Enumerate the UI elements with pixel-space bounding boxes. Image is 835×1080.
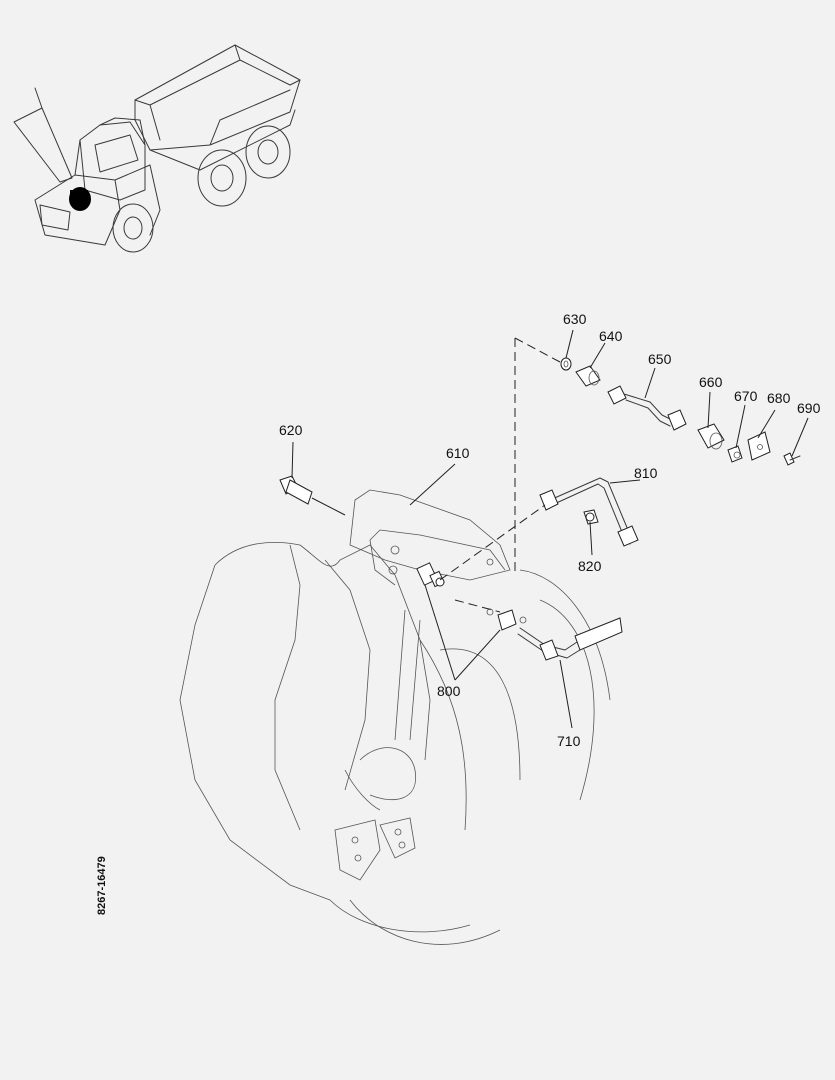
truck-locator-illustration — [13, 44, 301, 253]
exploded-fittings — [560, 357, 801, 466]
part-650-pipe — [607, 385, 687, 431]
callout-660: 660 — [699, 374, 723, 390]
callout-810: 810 — [634, 465, 658, 481]
part-800-sensor — [416, 562, 445, 588]
part-690-screw — [783, 452, 801, 466]
callout-labels: 630 640 650 660 670 680 690 620 610 810 … — [279, 311, 821, 749]
callout-710: 710 — [557, 733, 581, 749]
callout-680: 680 — [767, 390, 791, 406]
drawing-number: 8267-16479 — [96, 856, 108, 915]
callout-670: 670 — [734, 388, 758, 404]
callout-650: 650 — [648, 351, 672, 367]
assembly-guides — [439, 337, 561, 613]
part-630-washer — [560, 357, 572, 371]
callout-630: 630 — [563, 311, 587, 327]
part-620-bolt — [279, 475, 346, 516]
part-710-hose — [486, 608, 623, 661]
part-660-nut — [697, 423, 725, 450]
part-810-pipe — [539, 477, 639, 547]
callout-leaders — [291, 329, 809, 729]
part-680-clip — [747, 431, 771, 461]
part-670-fitting — [727, 445, 743, 463]
part-820-fitting — [583, 509, 599, 525]
callout-620: 620 — [279, 422, 303, 438]
callout-610: 610 — [446, 445, 470, 461]
callout-640: 640 — [599, 328, 623, 344]
callout-690: 690 — [797, 400, 821, 416]
callout-820: 820 — [578, 558, 602, 574]
callout-800: 800 — [437, 683, 461, 699]
part-610-bracket — [349, 489, 511, 586]
transmission-housing — [179, 541, 611, 945]
part-640-adapter — [575, 365, 601, 387]
